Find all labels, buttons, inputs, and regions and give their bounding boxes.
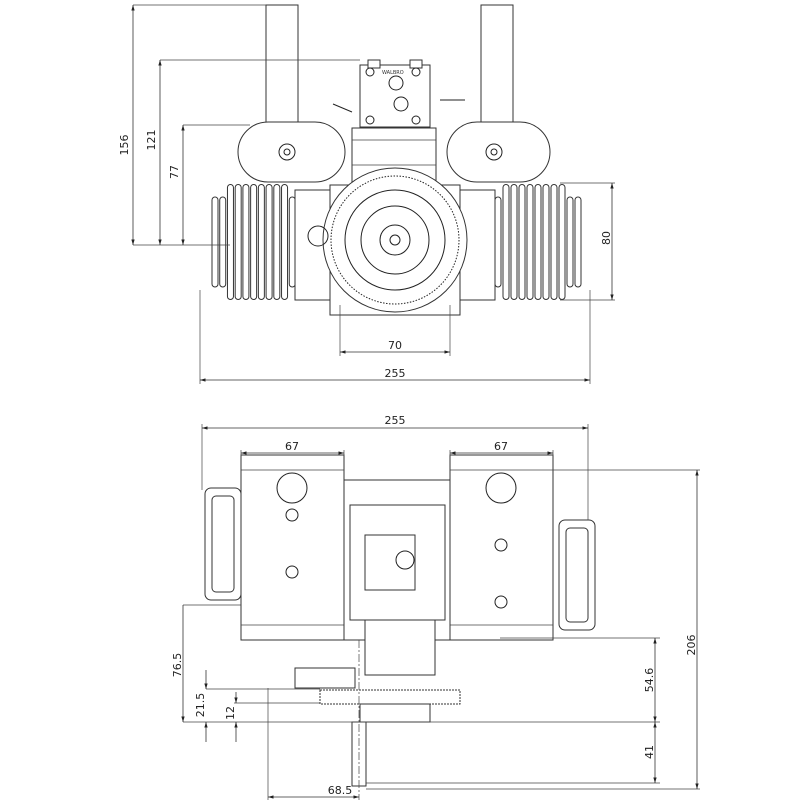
cooling-fin <box>242 184 250 300</box>
cooling-fin <box>273 184 281 300</box>
cooling-fin <box>526 184 534 300</box>
right-muffler <box>446 121 551 183</box>
cooling-fin <box>558 184 566 300</box>
dim-121: 121 <box>145 130 158 151</box>
top-view-dimensions: 156 121 77 80 70 255 <box>118 4 615 384</box>
dim-255-top: 255 <box>385 367 406 380</box>
cooling-fin <box>234 184 242 300</box>
side-view <box>204 454 596 800</box>
cooling-fin <box>219 196 227 288</box>
cooling-fin <box>518 184 526 300</box>
cooling-fin <box>534 184 542 300</box>
dim-21-5: 21.5 <box>194 693 207 718</box>
cooling-fin <box>510 184 518 300</box>
left-muffler <box>237 121 346 183</box>
cooling-fin <box>288 196 296 288</box>
dim-67-left: 67 <box>285 440 299 453</box>
cooling-fin <box>281 184 289 300</box>
large-gear <box>319 689 461 705</box>
cooling-fin <box>211 196 219 288</box>
dim-68-5: 68.5 <box>328 784 353 797</box>
cooling-fin <box>226 184 234 300</box>
carburetor-logo: WALBRO <box>382 70 404 76</box>
dim-12: 12 <box>224 706 237 720</box>
dim-255-side: 255 <box>385 414 406 427</box>
side-view-dimensions: 255 67 67 76.5 21.5 12 54.6 41 206 68.5 <box>171 414 700 800</box>
cooling-fin <box>574 196 582 288</box>
left-cylinder-top <box>211 184 304 300</box>
dim-54-6: 54.6 <box>643 668 656 693</box>
dim-156: 156 <box>118 135 131 156</box>
left-exhaust-pipe <box>265 4 299 128</box>
cooling-fin <box>542 184 550 300</box>
flywheel-gear <box>322 167 468 313</box>
dim-41: 41 <box>643 745 656 759</box>
cooling-fin <box>502 184 510 300</box>
cooling-fin <box>265 184 273 300</box>
dim-206: 206 <box>685 635 698 656</box>
left-cylinder-side <box>240 454 345 641</box>
right-exhaust-pipe <box>480 4 514 128</box>
dim-77: 77 <box>168 165 181 179</box>
small-gear <box>294 667 356 689</box>
cooling-fin <box>250 184 258 300</box>
dim-67-right: 67 <box>494 440 508 453</box>
carburetor-top: WALBRO <box>332 59 465 186</box>
dim-80: 80 <box>600 231 613 245</box>
cooling-fin <box>566 196 574 288</box>
cooling-fin <box>257 184 265 300</box>
top-view: WALBRO <box>211 4 582 316</box>
cooling-fin <box>494 196 502 288</box>
right-cylinder-top <box>486 184 582 300</box>
right-cylinder-side <box>449 454 554 641</box>
cooling-fin <box>550 184 558 300</box>
dim-70: 70 <box>388 339 402 352</box>
dim-76-5: 76.5 <box>171 653 184 678</box>
